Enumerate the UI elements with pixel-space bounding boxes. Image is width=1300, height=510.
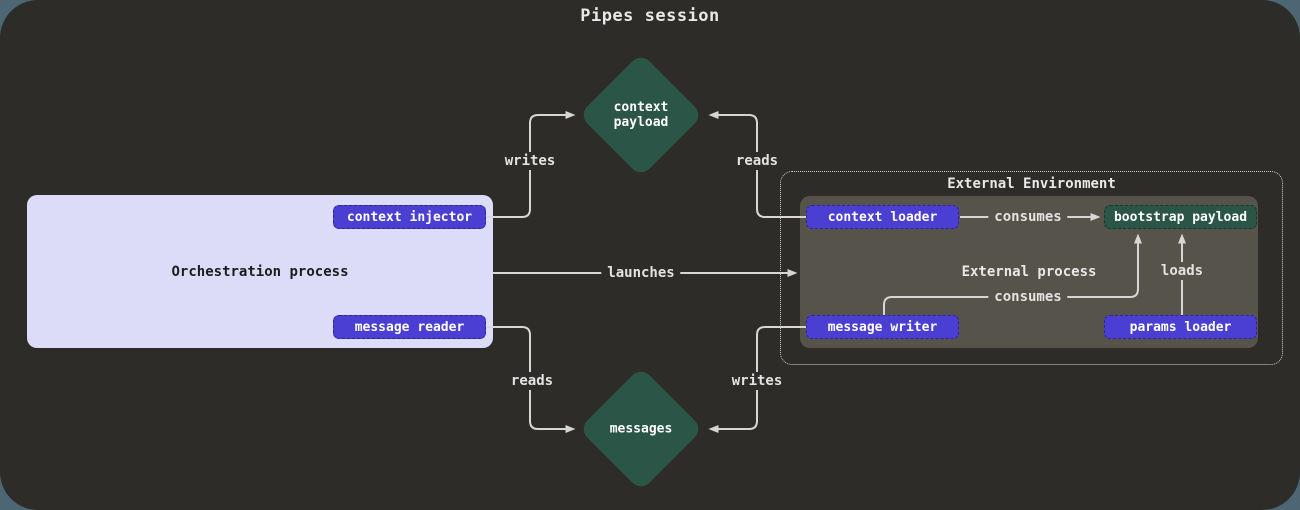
external-process-label: External process xyxy=(961,264,1097,280)
edge-label-writes-top: writes xyxy=(498,152,562,170)
edge-label-loads: loads xyxy=(1154,262,1210,280)
node-messages-label: messages xyxy=(609,421,673,437)
external-environment-title: External Environment xyxy=(947,176,1116,192)
diagram-title: Pipes session xyxy=(580,6,720,26)
edge-label-reads-top: reads xyxy=(729,152,785,170)
node-message-reader: message reader xyxy=(333,315,486,339)
node-message-writer: message writer xyxy=(806,315,959,339)
edge-label-reads-bottom: reads xyxy=(504,372,560,390)
node-bootstrap-payload: bootstrap payload xyxy=(1104,205,1257,229)
node-params-loader: params loader xyxy=(1104,315,1257,339)
edge-label-consumes-top: consumes xyxy=(988,208,1068,226)
external-environment-box: External Environment xyxy=(780,171,1283,365)
edge-label-writes-bottom: writes xyxy=(725,372,789,390)
node-context-loader: context loader xyxy=(806,205,959,229)
edge-label-launches: launches xyxy=(601,264,681,282)
edge-label-consumes-bottom: consumes xyxy=(988,288,1068,306)
node-context-injector: context injector xyxy=(333,205,486,229)
orchestration-process-box: Orchestration process context injector m… xyxy=(27,195,493,348)
orchestration-process-label: Orchestration process xyxy=(171,263,349,280)
node-context-payload-label: context payload xyxy=(613,100,669,130)
